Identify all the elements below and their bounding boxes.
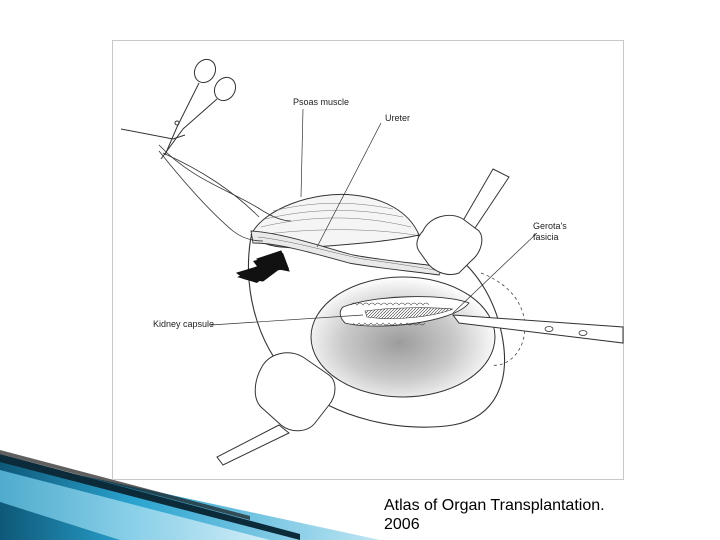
retractor-bottom xyxy=(216,352,336,466)
kidney-surgery-diagram xyxy=(120,58,624,466)
surgical-illustration: Psoas muscle Ureter Gerota's fasicia Kid… xyxy=(112,40,624,480)
citation-line-2: 2006 xyxy=(384,516,420,533)
scissors xyxy=(120,58,237,160)
dissector-instrument xyxy=(451,314,624,344)
kidney xyxy=(310,276,496,398)
citation: Atlas of Organ Transplantation. 2006 xyxy=(384,496,684,534)
suture-threads xyxy=(158,144,292,242)
label-ureter: Ureter xyxy=(385,113,411,123)
slide-corner-decoration xyxy=(0,450,380,540)
retractor-top xyxy=(416,168,510,276)
kidney-pole-dashed xyxy=(480,272,526,366)
label-gerotas-fascia: Gerota's fasicia xyxy=(533,221,567,242)
label-kidney-capsule: Kidney capsule xyxy=(153,319,215,329)
label-psoas-muscle: Psoas muscle xyxy=(293,97,350,107)
citation-line-1: Atlas of Organ Transplantation. xyxy=(384,497,605,514)
